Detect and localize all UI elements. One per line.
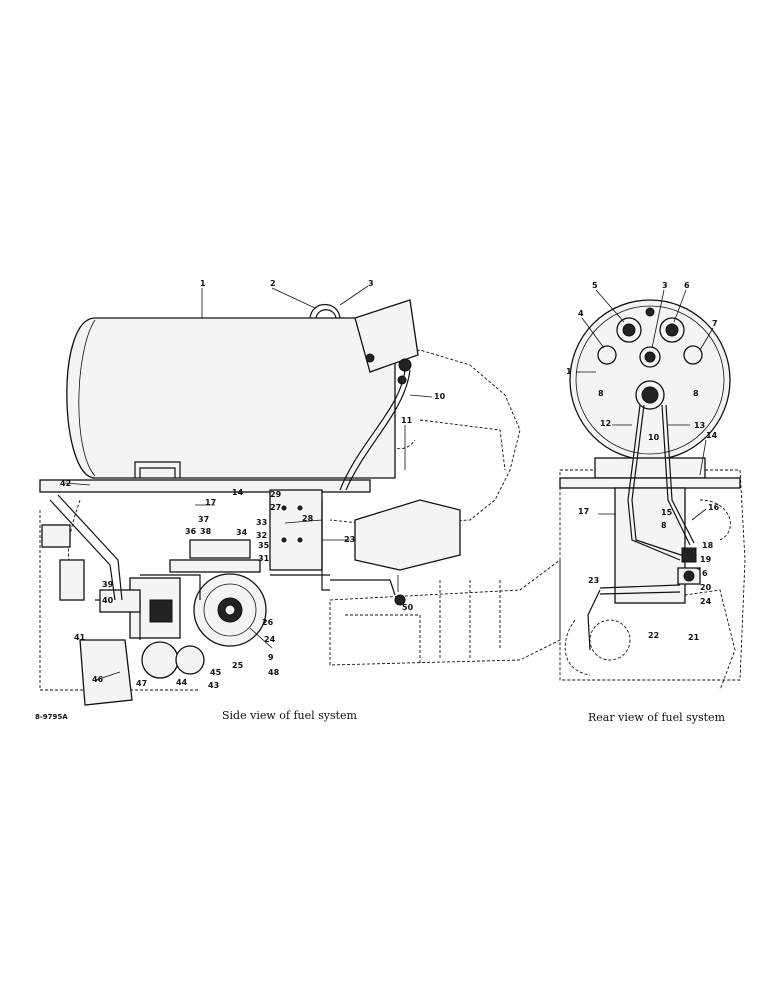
callout-number: 9 <box>268 653 274 662</box>
callout-number: 23 <box>344 535 355 544</box>
callout-number: 50 <box>402 603 414 612</box>
side-view-illustration <box>39 285 561 706</box>
callout-number: 12 <box>600 419 611 428</box>
callout-number: 6 <box>702 569 708 578</box>
callout-number: 8 <box>661 521 667 530</box>
callout-number: 44 <box>176 678 188 687</box>
callout-number: 8 <box>693 389 699 398</box>
callout-number: 18 <box>702 541 714 550</box>
rear-fuel-line-left <box>627 404 681 561</box>
callout-number: 25 <box>232 661 244 670</box>
callout-number: 27 <box>270 503 281 512</box>
callout-number: 13 <box>694 421 705 430</box>
callout-number: 14 <box>232 488 244 497</box>
callout-number: 3 <box>368 279 374 288</box>
callout-number: 3 <box>662 281 668 290</box>
rear-view-caption: Rear view of fuel system <box>588 711 725 724</box>
callout-number: 32 <box>256 531 267 540</box>
callout-number: 8 <box>598 389 604 398</box>
callout-number: 21 <box>688 633 700 642</box>
callout-number: 17 <box>578 507 589 516</box>
callout-number: 22 <box>648 631 659 640</box>
callout-number: 6 <box>684 281 690 290</box>
callout-number: 37 <box>198 515 209 524</box>
callout-number: 40 <box>102 596 114 605</box>
callout-number: 48 <box>268 668 280 677</box>
callout-number: 36 <box>185 527 197 536</box>
callout-number: 42 <box>60 479 71 488</box>
callout-number: 33 <box>256 518 267 527</box>
rear-fuel-tank <box>569 299 731 479</box>
side-carburetor <box>79 589 141 706</box>
callout-number: 10 <box>648 433 660 442</box>
callout-number: 11 <box>401 416 413 425</box>
callout-number: 46 <box>92 675 104 684</box>
side-view-caption: Side view of fuel system <box>222 709 357 722</box>
callout-number: 20 <box>700 583 712 592</box>
callout-number: 43 <box>208 681 219 690</box>
callout-number: 4 <box>578 309 584 318</box>
figure-id: 8-9795A <box>35 713 68 721</box>
callout-number: 16 <box>708 503 720 512</box>
callout-number: 15 <box>661 508 673 517</box>
side-regulator-assembly <box>129 539 267 679</box>
callout-number: 39 <box>102 580 114 589</box>
rear-leader-lines <box>576 289 714 571</box>
callout-number: 31 <box>258 554 270 563</box>
callout-number: 45 <box>210 668 222 677</box>
callout-number: 23 <box>588 576 599 585</box>
callout-number: 26 <box>262 618 274 627</box>
rear-bracket <box>614 487 686 604</box>
callout-number: 41 <box>74 633 86 642</box>
callout-number: 10 <box>434 392 446 401</box>
callout-number: 34 <box>236 528 248 537</box>
side-leader-lines <box>64 285 433 681</box>
callout-number: 2 <box>270 279 276 288</box>
callout-number: 1 <box>200 279 206 288</box>
callout-number: 7 <box>712 319 718 328</box>
callout-number: 5 <box>592 281 598 290</box>
callout-number: 14 <box>706 431 718 440</box>
callout-number: 38 <box>200 527 212 536</box>
callout-number: 24 <box>700 597 712 606</box>
side-bracket-plate <box>269 489 323 571</box>
rear-view-illustration <box>559 289 746 691</box>
side-dash-panel <box>354 499 461 571</box>
callout-number: 1 <box>566 367 572 376</box>
callout-number: 35 <box>258 541 270 550</box>
rear-frame-rail <box>559 477 741 489</box>
callout-number: 19 <box>700 555 712 564</box>
side-frame-rail <box>39 479 371 493</box>
rear-fuel-line-right <box>661 404 691 546</box>
callout-number: 47 <box>136 679 147 688</box>
callout-number: 24 <box>264 635 276 644</box>
callout-number: 29 <box>270 490 282 499</box>
callout-number: 17 <box>205 498 216 507</box>
side-air-pipe <box>49 499 116 601</box>
side-fuel-tank <box>66 299 419 479</box>
callout-number: 28 <box>302 514 314 523</box>
